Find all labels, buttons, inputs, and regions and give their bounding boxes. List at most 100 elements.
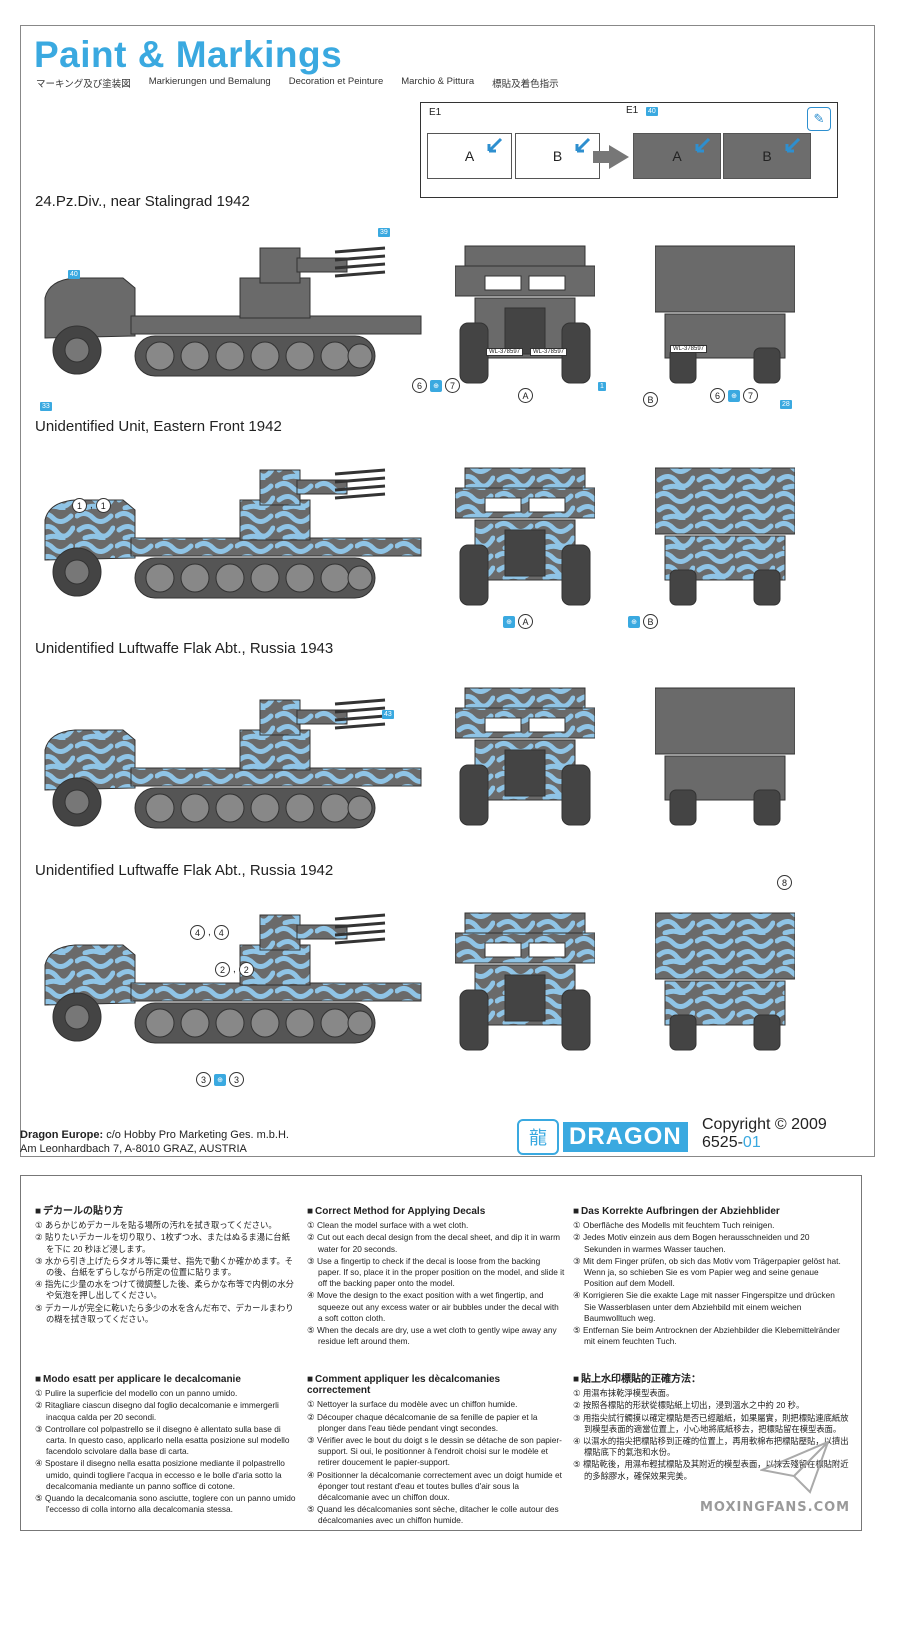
instructions-fr: Comment appliquer les dècalcomanies corr… [307, 1374, 565, 1528]
scheme-1-tag-top: 39 [378, 228, 390, 237]
logo-text: DRAGON [563, 1122, 688, 1152]
scheme-2-side-callout: 1,1 [72, 498, 111, 513]
company-line1: c/o Hobby Pro Marketing Ges. m.b.H. [106, 1129, 289, 1141]
decal-sheet-a: A [427, 133, 512, 179]
scheme-3-rear-view [655, 687, 795, 826]
decal-icon: ⊕ [728, 389, 740, 402]
scheme-2-title: Unidentified Unit, Eastern Front 1942 [35, 418, 282, 435]
instructions-it-title: Modo esatt per applicare le decalcomanie [35, 1374, 297, 1385]
scheme-2-front-callout: ⊕ A [503, 614, 533, 629]
scheme-3-front-view [455, 687, 595, 826]
scheme-4-front-view [455, 912, 595, 1051]
copyright-block: Copyright © 2009 6525-01 [702, 1116, 827, 1152]
scheme-4-side-callout-top: 4,4 [190, 925, 229, 940]
subtitle-row: マーキング及び塗装図 Markierungen und Bemalung Dec… [36, 76, 559, 90]
scheme-1-plate-rear: WL-378597 [670, 345, 708, 353]
kit-code: 6525-01 [702, 1134, 761, 1151]
sheet-a-label: A [464, 148, 475, 164]
subtitle-de: Markierungen und Bemalung [148, 76, 271, 87]
decal-tag: 40 [646, 107, 658, 116]
dragon-logo: 龍 DRAGON [517, 1119, 693, 1155]
instructions-en-title: Correct Method for Applying Decals [307, 1206, 565, 1217]
instructions-it: Modo esatt per applicare le decalcomanie… [35, 1374, 297, 1516]
dragon-emblem-icon: 龍 [517, 1119, 559, 1155]
subtitle-fr: Decoration et Peinture [288, 76, 384, 87]
scheme-1-plate-front-right: WL-378597 [530, 348, 568, 356]
scheme-2-rear-view [655, 467, 795, 606]
scheme-1-plate-front-left: WL-378597 [486, 348, 524, 356]
paper-plane-watermark-icon [760, 1440, 830, 1494]
scheme-4-side-view [43, 913, 423, 1045]
scheme-1-tag-left: 40 [68, 270, 80, 279]
page-title: Paint & Markings [34, 34, 343, 75]
decal-icon: ⊕ [430, 379, 442, 392]
scheme-1-front-tag: 1 [598, 382, 606, 391]
company-label: Dragon Europe: [20, 1129, 104, 1141]
company-address: Dragon Europe: c/o Hobby Pro Marketing G… [20, 1128, 289, 1156]
instructions-zh-title: 貼上水印標貼的正確方法： [573, 1374, 849, 1385]
scheme-3-title: Unidentified Luftwaffe Flak Abt., Russia… [35, 640, 334, 657]
scheme-1-side-view [43, 246, 423, 378]
sheet-b-label: B [552, 148, 563, 164]
scheme-1-front-view [455, 245, 595, 384]
scheme-4-rear-view [655, 912, 795, 1051]
decal-icon: ⊕ [214, 1073, 226, 1086]
peel-arrow-icon [487, 137, 503, 153]
scheme-2-side-view [43, 468, 423, 600]
page-frame [20, 25, 875, 1157]
instructions-en: Correct Method for Applying Decals ①Clea… [307, 1206, 565, 1348]
instructions-de: Das Korrekte Aufbringen der Abziehblider… [573, 1206, 849, 1348]
watermark-text: MOXINGFANS.COM [700, 1500, 851, 1515]
scheme-1-rear-tag: 28 [780, 400, 792, 409]
instructions-jp-title: デカールの貼り方 [35, 1206, 297, 1217]
scheme-4-rear-callout: 8 [777, 875, 792, 890]
subtitle-it: Marchio & Pittura [401, 76, 475, 87]
scheme-1-front-callout: 6 ⊕ 7 [412, 378, 460, 393]
scheme-2-front-view [455, 467, 595, 606]
scheme-1-title: 24.Pz.Div., near Stalingrad 1942 [35, 193, 250, 210]
scheme-1-rear-letter: B [643, 392, 658, 407]
decal-sheet-label-right: E1 [626, 105, 639, 116]
scheme-3-side-tag: 43 [382, 710, 394, 719]
peel-arrow-icon [785, 137, 801, 153]
copyright-text: Copyright © 2009 [702, 1116, 827, 1133]
scheme-3-side-view [43, 698, 423, 830]
subtitle-jp: マーキング及び塗装図 [36, 79, 131, 90]
peel-arrow-icon [695, 137, 711, 153]
scheme-1-tag-bottom: 33 [40, 402, 52, 411]
scheme-4-title: Unidentified Luftwaffe Flak Abt., Russia… [35, 862, 334, 879]
decal-icon: ⊕ [503, 615, 515, 628]
brush-icon: ✎ [807, 107, 831, 131]
decal-sheet-label-left: E1 [429, 107, 442, 118]
